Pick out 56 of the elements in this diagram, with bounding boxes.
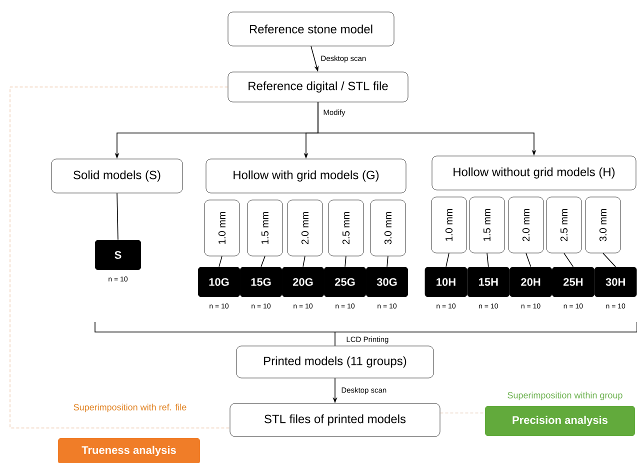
- group-box: 25G: [324, 267, 366, 297]
- node-label: 30G: [376, 278, 397, 286]
- thickness-box: 1.5 mm: [247, 200, 283, 256]
- thickness-box: 2.0 mm: [508, 196, 544, 254]
- group-box: 10H: [424, 267, 468, 297]
- group-box: 10G: [198, 267, 240, 297]
- node-label: 30H: [606, 278, 625, 286]
- group-box: 15G: [240, 267, 282, 297]
- connector: [386, 256, 388, 268]
- connector: [526, 252, 532, 268]
- thickness-box: 1.5 mm: [469, 196, 505, 254]
- node-label: 20H: [521, 278, 540, 286]
- connector: [564, 252, 574, 268]
- process-box: Reference stone model: [228, 12, 394, 46]
- node-label: 25H: [563, 278, 583, 286]
- group-box: S: [95, 240, 141, 270]
- node-label: 20G: [292, 278, 313, 286]
- thickness-box: 3.0 mm: [585, 196, 621, 254]
- thickness-box: 2.5 mm: [546, 196, 582, 254]
- process-box: Hollow without grid models (H): [432, 156, 636, 190]
- node-label: 10G: [209, 278, 229, 286]
- process-box: STL files of printed models: [230, 403, 440, 437]
- process-box: Reference digital / STL file: [228, 72, 408, 102]
- thickness-box: 1.0 mm: [204, 200, 240, 256]
- node-label: 15G: [251, 278, 271, 286]
- process-box: Printed models (11 groups): [236, 346, 434, 378]
- group-box: 30H: [594, 267, 637, 297]
- group-box: 15H: [467, 267, 510, 297]
- thickness-box: 2.5 mm: [328, 200, 364, 256]
- thickness-box: 2.0 mm: [287, 200, 323, 256]
- group-box: 20G: [282, 267, 324, 297]
- node-label: 25G: [334, 278, 355, 286]
- connector: [94, 322, 637, 346]
- connector: [260, 256, 266, 268]
- edge-label: Superimposition within group: [506, 390, 624, 402]
- connector: [486, 252, 489, 268]
- node-label: 15H: [479, 278, 498, 286]
- thickness-box: 1.0 mm: [431, 196, 467, 254]
- connector: [10, 86, 230, 428]
- analysis-box: Trueness analysis: [58, 438, 200, 463]
- connector: [602, 252, 616, 268]
- connector: [440, 412, 485, 414]
- edge-label: Superimposition with ref. file: [72, 402, 188, 414]
- analysis-box: Precision analysis: [485, 406, 635, 436]
- connector: [116, 192, 118, 240]
- connector: [218, 256, 222, 268]
- connector: [446, 252, 450, 268]
- group-box: 20H: [510, 267, 552, 297]
- node-label: 10H: [436, 278, 456, 286]
- process-box: Solid models (S): [51, 158, 183, 194]
- group-box: 30G: [366, 267, 408, 297]
- connector: [344, 256, 346, 268]
- thickness-box: 3.0 mm: [370, 200, 406, 256]
- group-box: 25H: [552, 267, 594, 297]
- process-box: Hollow with grid models (G): [206, 158, 406, 194]
- connector: [302, 256, 306, 268]
